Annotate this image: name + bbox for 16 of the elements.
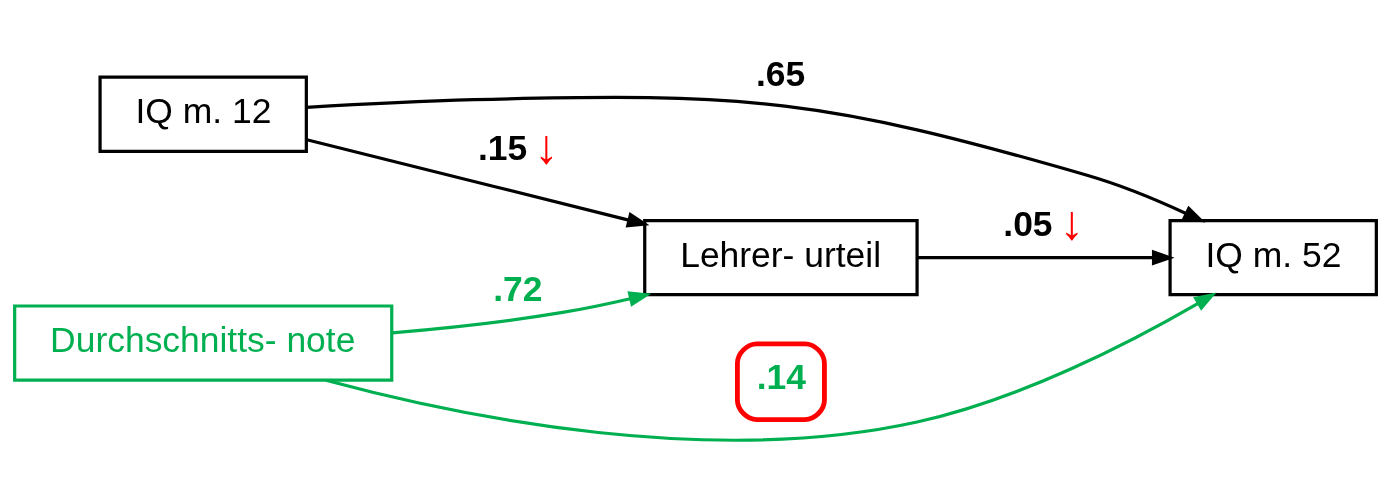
arrow <box>917 249 1175 266</box>
node-box: Lehrer- urteil <box>643 219 919 297</box>
node-box: Durchschnitts- note <box>13 304 394 382</box>
edge-label: .72 <box>493 268 543 309</box>
edge-label: .05 <box>1003 204 1053 245</box>
arrow <box>306 95 1206 223</box>
arrow <box>325 292 1217 442</box>
arrow <box>306 138 650 228</box>
label: ↓ <box>534 119 559 174</box>
edge-label: .15 <box>477 128 528 169</box>
edge-label: .65 <box>755 54 806 95</box>
label: ↓ <box>1059 195 1084 250</box>
edge-label: .14 <box>756 357 806 398</box>
node-box: IQ m. 12 <box>98 75 308 153</box>
arrow <box>392 291 652 335</box>
node-box: IQ m. 52 <box>1168 219 1378 297</box>
